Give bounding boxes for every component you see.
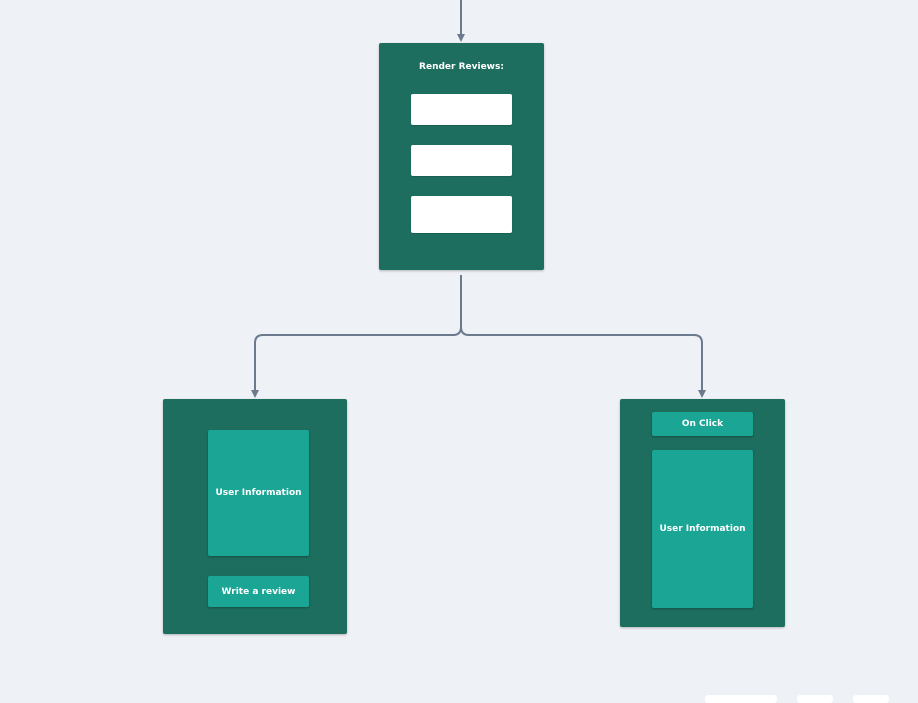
review-slot-3[interactable] bbox=[411, 196, 512, 233]
review-slot-2[interactable] bbox=[411, 145, 512, 176]
render-reviews-panel[interactable]: Render Reviews: bbox=[379, 43, 544, 270]
user-review-panel-right[interactable]: On Click User Information bbox=[620, 399, 785, 627]
bottom-toolbar-control[interactable] bbox=[705, 695, 777, 703]
render-reviews-title: Render Reviews: bbox=[419, 62, 504, 72]
review-slot-1[interactable] bbox=[411, 94, 512, 125]
user-review-panel-left[interactable]: User Information Write a review bbox=[163, 399, 347, 634]
left-branch-arrow bbox=[251, 275, 462, 398]
bottom-toolbar-control[interactable] bbox=[797, 695, 833, 703]
bottom-toolbar-control[interactable] bbox=[853, 695, 889, 703]
on-click-button[interactable]: On Click bbox=[652, 412, 753, 436]
user-information-card[interactable]: User Information bbox=[652, 450, 753, 608]
right-branch-arrow bbox=[460, 326, 706, 398]
write-review-button[interactable]: Write a review bbox=[208, 576, 309, 607]
user-information-card[interactable]: User Information bbox=[208, 430, 309, 556]
